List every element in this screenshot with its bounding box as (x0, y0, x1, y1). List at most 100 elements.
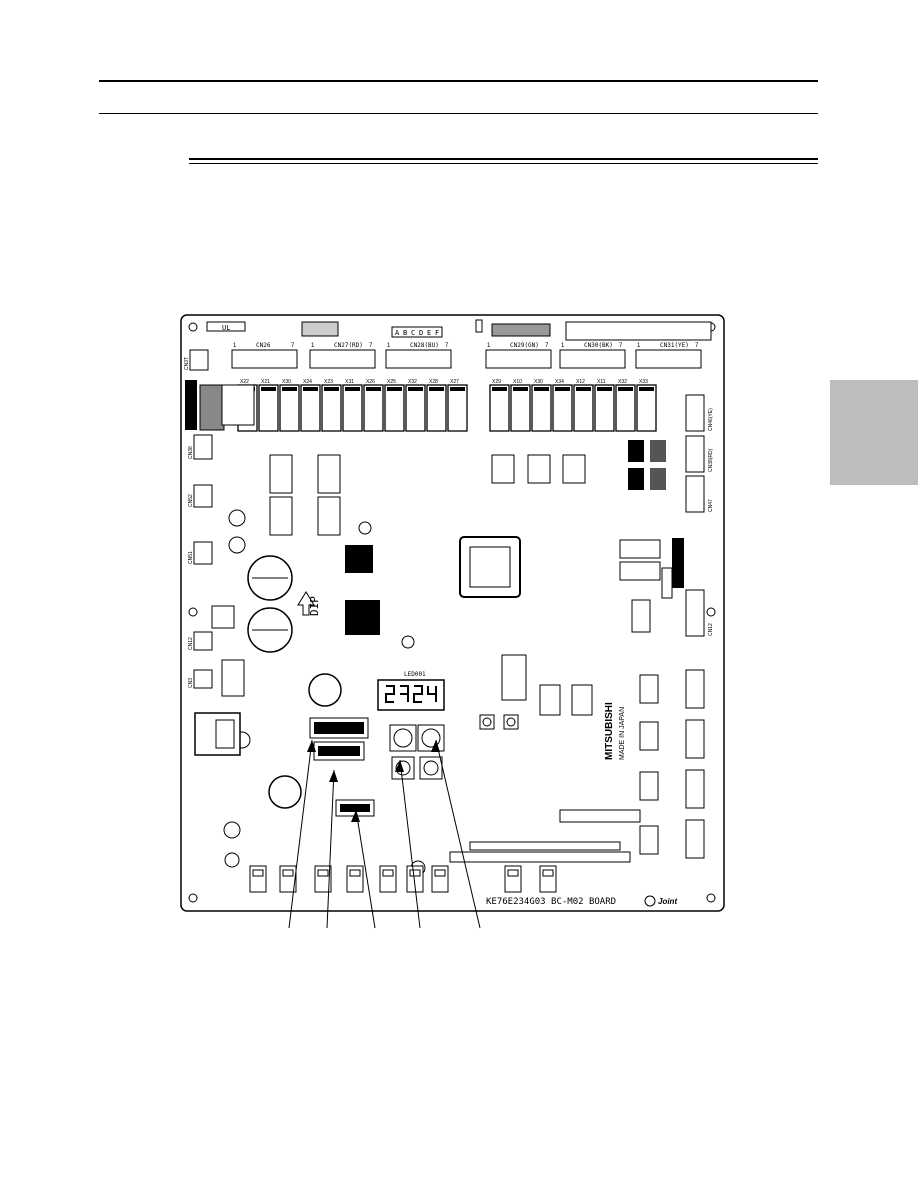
relay: X24 (300, 379, 321, 432)
connector-label: CN12 (188, 637, 194, 650)
relay-label: X21 (261, 379, 270, 385)
caution-block-right (672, 538, 684, 588)
connector-label: CN12 (708, 623, 714, 636)
relay-label: X11 (597, 379, 606, 385)
ic-group-upper (269, 454, 586, 536)
ic-304 (639, 825, 659, 855)
hv-relay (628, 440, 644, 462)
capacitor (228, 536, 246, 554)
callout-line-5 (435, 739, 481, 929)
right-connector: CN38(RD) (685, 435, 714, 473)
bottom-connector (406, 865, 424, 893)
bottom-connector (379, 865, 397, 893)
mount-hole (188, 893, 198, 903)
joint-logo (644, 895, 656, 907)
pin-label: 7 (545, 343, 549, 349)
led-label: LED001 (404, 671, 426, 678)
relay-label: X26 (366, 379, 375, 385)
fuse (631, 599, 651, 633)
callout-line-2 (326, 769, 335, 929)
mount-hole (188, 322, 198, 332)
abcdef-letter: D (419, 329, 423, 337)
maker-label: MITSUBISHI (604, 702, 615, 760)
dip-label: DIP (308, 596, 321, 616)
bottom-connector (314, 865, 332, 893)
capacitor-large (308, 673, 342, 707)
right-connector: CN47 (685, 475, 714, 513)
connector-label: CN38 (188, 446, 194, 459)
top-rule (99, 80, 818, 82)
connector-label: CN28(BU) (410, 342, 439, 349)
microcontroller-ic100 (345, 600, 380, 635)
ic-302 (639, 674, 659, 704)
relay: X33 (636, 379, 657, 432)
bottom-connector (431, 865, 449, 893)
relay-label: X32 (618, 379, 627, 385)
relay: X10 (510, 379, 531, 432)
chapter-side-tab (830, 380, 918, 485)
relay-label: X27 (450, 379, 459, 385)
bottom-connector (504, 865, 522, 893)
left-connector: CN3 (188, 669, 213, 689)
board-model-label: KE76E234G03 BC-M02 BOARD (486, 897, 616, 907)
relay: X27 (447, 379, 468, 432)
section-rule-thick (189, 158, 818, 160)
callout-arrows (307, 740, 440, 822)
left-connector: CN51 (188, 541, 213, 565)
relay: X34 (552, 379, 573, 432)
transformer (211, 605, 235, 629)
relay: X26 (363, 379, 384, 432)
connector-label: CN27(RD) (334, 342, 363, 349)
pin-label: 1 (637, 343, 641, 349)
relay-label: X23 (324, 379, 333, 385)
abcdef-letter: F (435, 329, 439, 337)
connector-cn44 (685, 719, 705, 759)
pin-legend-table (565, 321, 712, 341)
connector-label: CN51 (188, 551, 194, 564)
mount-hole (706, 893, 716, 903)
ul-label: UL (222, 324, 230, 332)
brand-label: Joint (658, 897, 677, 906)
capacitor (224, 852, 240, 868)
hv-relay (650, 468, 666, 490)
ic-bottom-b (539, 684, 561, 716)
microcontroller-ic101 (345, 545, 373, 573)
pin-label: 7 (445, 343, 449, 349)
connector-label: CN30(BK) (584, 342, 613, 349)
left-connector: CN3T (184, 349, 209, 371)
pin-label: 7 (291, 343, 295, 349)
left-connector: CN52 (188, 484, 213, 508)
connector-label: CN3 (188, 678, 194, 688)
relay-label: X25 (387, 379, 396, 385)
pin-label: 1 (487, 343, 491, 349)
caution-block (185, 380, 197, 430)
relay: X30 (279, 379, 300, 432)
relay: X11 (594, 379, 615, 432)
connector-label: CN31(YE) (660, 342, 689, 349)
connector-label: CN52 (188, 494, 194, 507)
bottom-connector (539, 865, 557, 893)
left-connector: CN38 (188, 434, 213, 460)
fuse-holder (475, 319, 483, 333)
pin-label: 1 (311, 343, 315, 349)
hv-relay (628, 468, 644, 490)
connector-cn45 (685, 669, 705, 709)
abcdef-letter: B (403, 329, 407, 337)
callout-line-3 (355, 809, 376, 929)
section-rule-thin (189, 163, 818, 164)
pin-label: 7 (619, 343, 623, 349)
relay: X29 (489, 379, 510, 432)
board-outline (180, 314, 725, 912)
relay: X23 (321, 379, 342, 432)
abcdef-letter: C (411, 329, 415, 337)
hv-caution-box (221, 384, 255, 426)
bottom-connector (279, 865, 297, 893)
capacitor (358, 521, 372, 535)
hatched-connector (301, 321, 339, 337)
ic-bottom-c (571, 684, 593, 716)
relay-label: X22 (240, 379, 249, 385)
ic-301 (639, 721, 659, 751)
relay-label: X34 (555, 379, 564, 385)
